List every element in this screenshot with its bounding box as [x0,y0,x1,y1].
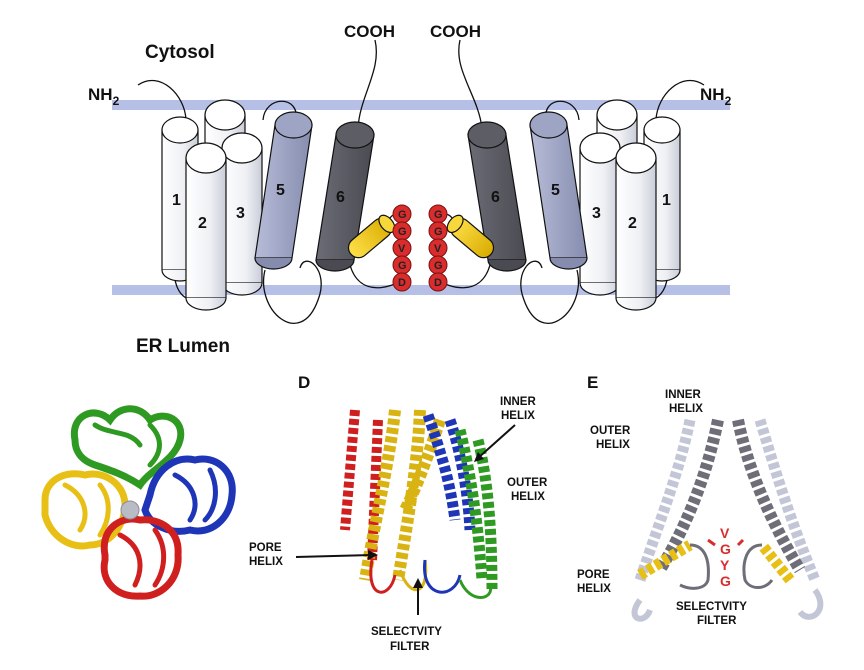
filter-residues-right: G G V G D [428,204,448,292]
panel-d-letter: D [298,373,310,392]
panel-d-filter-line2: FILTER [390,641,430,653]
residue-left-4-letter: G [398,260,407,272]
helix-label-6-left: 6 [336,189,345,206]
residue-left-1-letter: G [398,209,407,221]
panel-e-filter-y: Y [720,557,730,573]
helix-2-right [615,142,657,311]
subunit-green [70,405,185,490]
subunit-yellow [41,470,129,550]
nh2-right-label: NH2 [700,85,732,108]
residue-right-2-letter: G [434,226,443,238]
loop-left-b [262,260,322,324]
residue-right-1-letter: G [434,209,443,221]
panel-d: D INNER HELIX OUTER HELIX [249,373,548,653]
panel-e-filter-g1: G [720,541,731,557]
panel-e-outer-helix-line2: HELIX [596,439,630,451]
helix-6-right [467,121,527,272]
helix-label-5-right: 5 [551,182,560,199]
panel-e-filter-v: V [720,525,730,541]
panel-d-inner-helix-line2: HELIX [501,410,535,422]
residue-left-3-letter: V [398,243,406,255]
membrane-top-line [112,100,730,110]
panel-d-inner-helix-line1: INNER [500,396,536,408]
panel-e-pore-helix-line2: HELIX [577,583,611,595]
panel-e-pore-helices [637,540,795,584]
filter-residues-left: G G V G D [392,204,412,292]
panel-d-loops [369,559,493,599]
pore-helix-right [446,214,495,259]
panel-e-inner-helix-line1: INNER [665,389,701,401]
helix-5-right [529,111,588,270]
panel-e-pore-helix-line1: PORE [577,569,610,581]
central-ion [120,500,140,520]
loop-right-c [441,264,491,289]
residue-left-2-letter: G [398,226,407,238]
panel-d-ribbon-blue [422,413,476,531]
loop-right-b [520,260,580,324]
helix-label-3-right: 3 [592,205,601,222]
subunit-red [100,515,182,600]
panel-d-outer-helix-line1: OUTER [507,477,548,489]
residue-right-5-letter: D [434,277,442,289]
helix-3-left [221,132,263,296]
er-lumen-label: ER Lumen [136,336,230,357]
helix-label-5-left: 5 [276,182,285,199]
cytosol-label: Cytosol [145,42,215,63]
loop-left-c [349,264,399,289]
panel-e-filter-g2: G [720,573,731,589]
panel-d-pore-helix-arrow [295,554,373,558]
residue-right-3-letter: V [434,243,442,255]
panel-d-inner-helix-arrow [477,424,516,459]
helix-label-2-right: 2 [628,215,637,232]
nh2-left-label: NH2 [88,85,120,108]
panel-e-outer-helices [634,418,821,583]
pore-helix-left [347,214,396,259]
nterm-tail-left [137,79,187,121]
tetramer-top-view [41,405,236,600]
residue-left-5-letter: D [398,277,406,289]
panel-d-pore-helix-arrowhead [368,550,378,560]
panel-e-letter: E [587,373,598,392]
channel-topology-panel: Cytosol ER Lumen NH2 NH2 COOH COOH [88,22,732,357]
helix-2-left [185,142,227,311]
helix-label-1-right: 1 [662,192,671,209]
panel-d-filter-arrowhead [413,578,423,588]
residue-left-5 [392,272,412,292]
helix-label-2-left: 2 [198,215,207,232]
nterm-tail-right [655,79,705,121]
helix-6-left [315,121,375,272]
panel-d-pore-helix-line1: PORE [249,542,282,554]
panel-e-filter-line2: FILTER [697,615,737,627]
cooh-right-label: COOH [430,22,481,41]
cooh-left-label: COOH [344,22,395,41]
panel-d-pore-helix-line2: HELIX [249,556,283,568]
helix-label-3-left: 3 [236,205,245,222]
panel-d-outer-helix-line2: HELIX [511,491,545,503]
panel-e-filter-line1: SELECTVITY [676,601,747,613]
cterm-tail-left [357,39,377,129]
helix-label-6-right: 6 [491,189,500,206]
panel-d-inner-helix-arrowhead [474,452,484,462]
panel-d-filter-line1: SELECTVITY [371,626,442,638]
cterm-tail-right [458,39,483,129]
panel-e: E INNER HELIX OUTER HELIX V G Y G PO [577,373,824,627]
helix-5-left [254,111,313,270]
panel-d-ribbon-red [340,409,383,561]
membrane-bottom-line [112,285,730,295]
residue-right-4-letter: G [434,260,443,272]
residue-right-5 [428,272,448,292]
panel-e-outer-helix-line1: OUTER [590,425,631,437]
panel-d-ribbon-yellow [359,409,446,581]
panel-e-loops [631,538,824,622]
panel-e-inner-helix-line2: HELIX [669,403,703,415]
helix-label-1-left: 1 [172,192,181,209]
